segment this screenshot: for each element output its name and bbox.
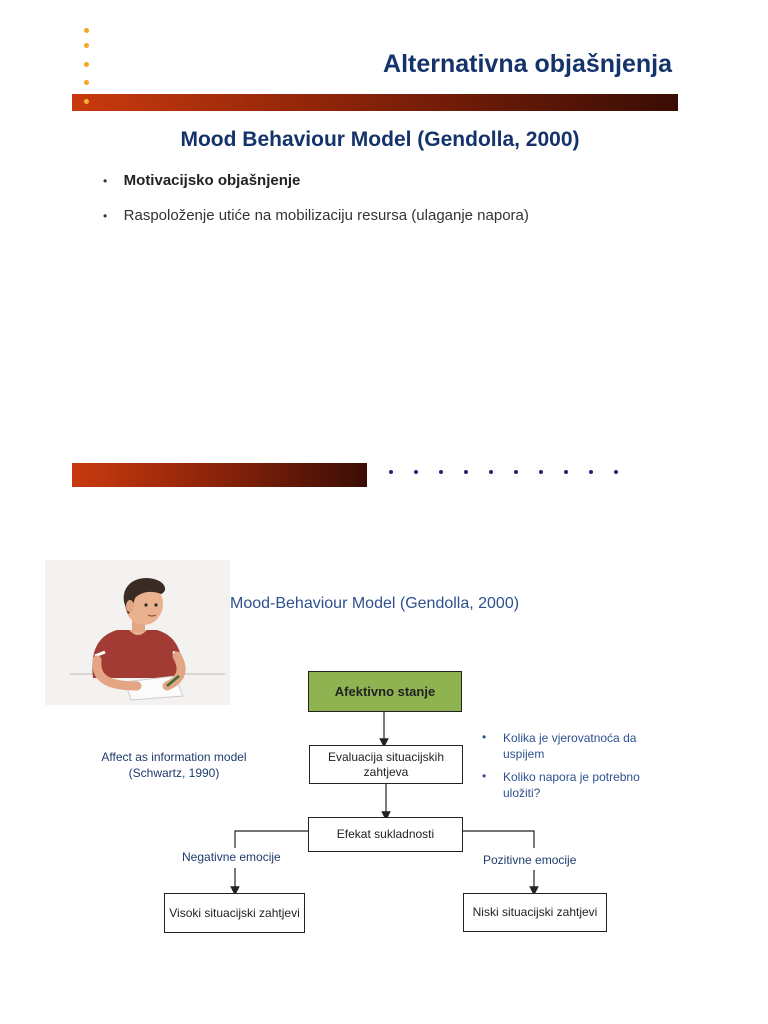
decor-dot [84,43,89,48]
positive-emotions-label: Pozitivne emocije [483,853,577,867]
question-text: Koliko napora je potrebno uložiti? [503,770,640,800]
bullet-marker: • [482,769,487,783]
question-text: Kolika je vjerovatnoća da uspijem [503,731,637,761]
title-divider-bar [72,94,678,111]
affect-information-model-note: Affect as information model (Schwartz, 1… [101,750,247,780]
slide-title: Alternativna objašnjenja [383,50,672,78]
bullet-marker: • [103,174,108,188]
decor-dot [614,470,618,474]
decor-dot [84,80,89,85]
high-demands-box: Visoki situacijski zahtjevi [164,893,305,933]
decor-dot [489,470,493,474]
student-writing-illustration [45,560,230,705]
diagram-title: Mood-Behaviour Model (Gendolla, 2000) [230,595,520,612]
bullet-item: • Raspoloženje utiće na mobilizaciju res… [103,207,529,225]
affect-state-box: Afektivno stanje [308,671,462,712]
decor-dot [589,470,593,474]
decor-dot [389,470,393,474]
decor-dot [464,470,468,474]
decor-dot [84,62,89,67]
bullet-text: Raspoloženje utiće na mobilizaciju resur… [123,207,529,224]
evaluation-box: Evaluacija situacijskih zahtjeva [309,745,463,784]
decor-dot [84,99,89,104]
decor-dot [414,470,418,474]
decor-dot [514,470,518,474]
bullet-marker: • [482,730,487,744]
decor-dot [84,28,89,33]
bullet-marker: • [103,209,108,223]
decor-dot [439,470,443,474]
decor-dot [539,470,543,474]
slide-subtitle: Mood Behaviour Model (Gendolla, 2000) [180,128,580,151]
bullet-text: Motivacijsko objašnjenje [123,172,301,189]
line-congruence-left [234,830,308,848]
decor-dot [564,470,568,474]
congruence-box: Efekat sukladnosti [308,817,463,852]
negative-emotions-label: Negativne emocije [182,850,281,864]
bullet-item: • Motivacijsko objašnjenje [103,172,300,190]
low-demands-box: Niski situacijski zahtjevi [463,893,607,932]
line-congruence-right [463,830,535,848]
header-gradient-bar [72,463,367,487]
